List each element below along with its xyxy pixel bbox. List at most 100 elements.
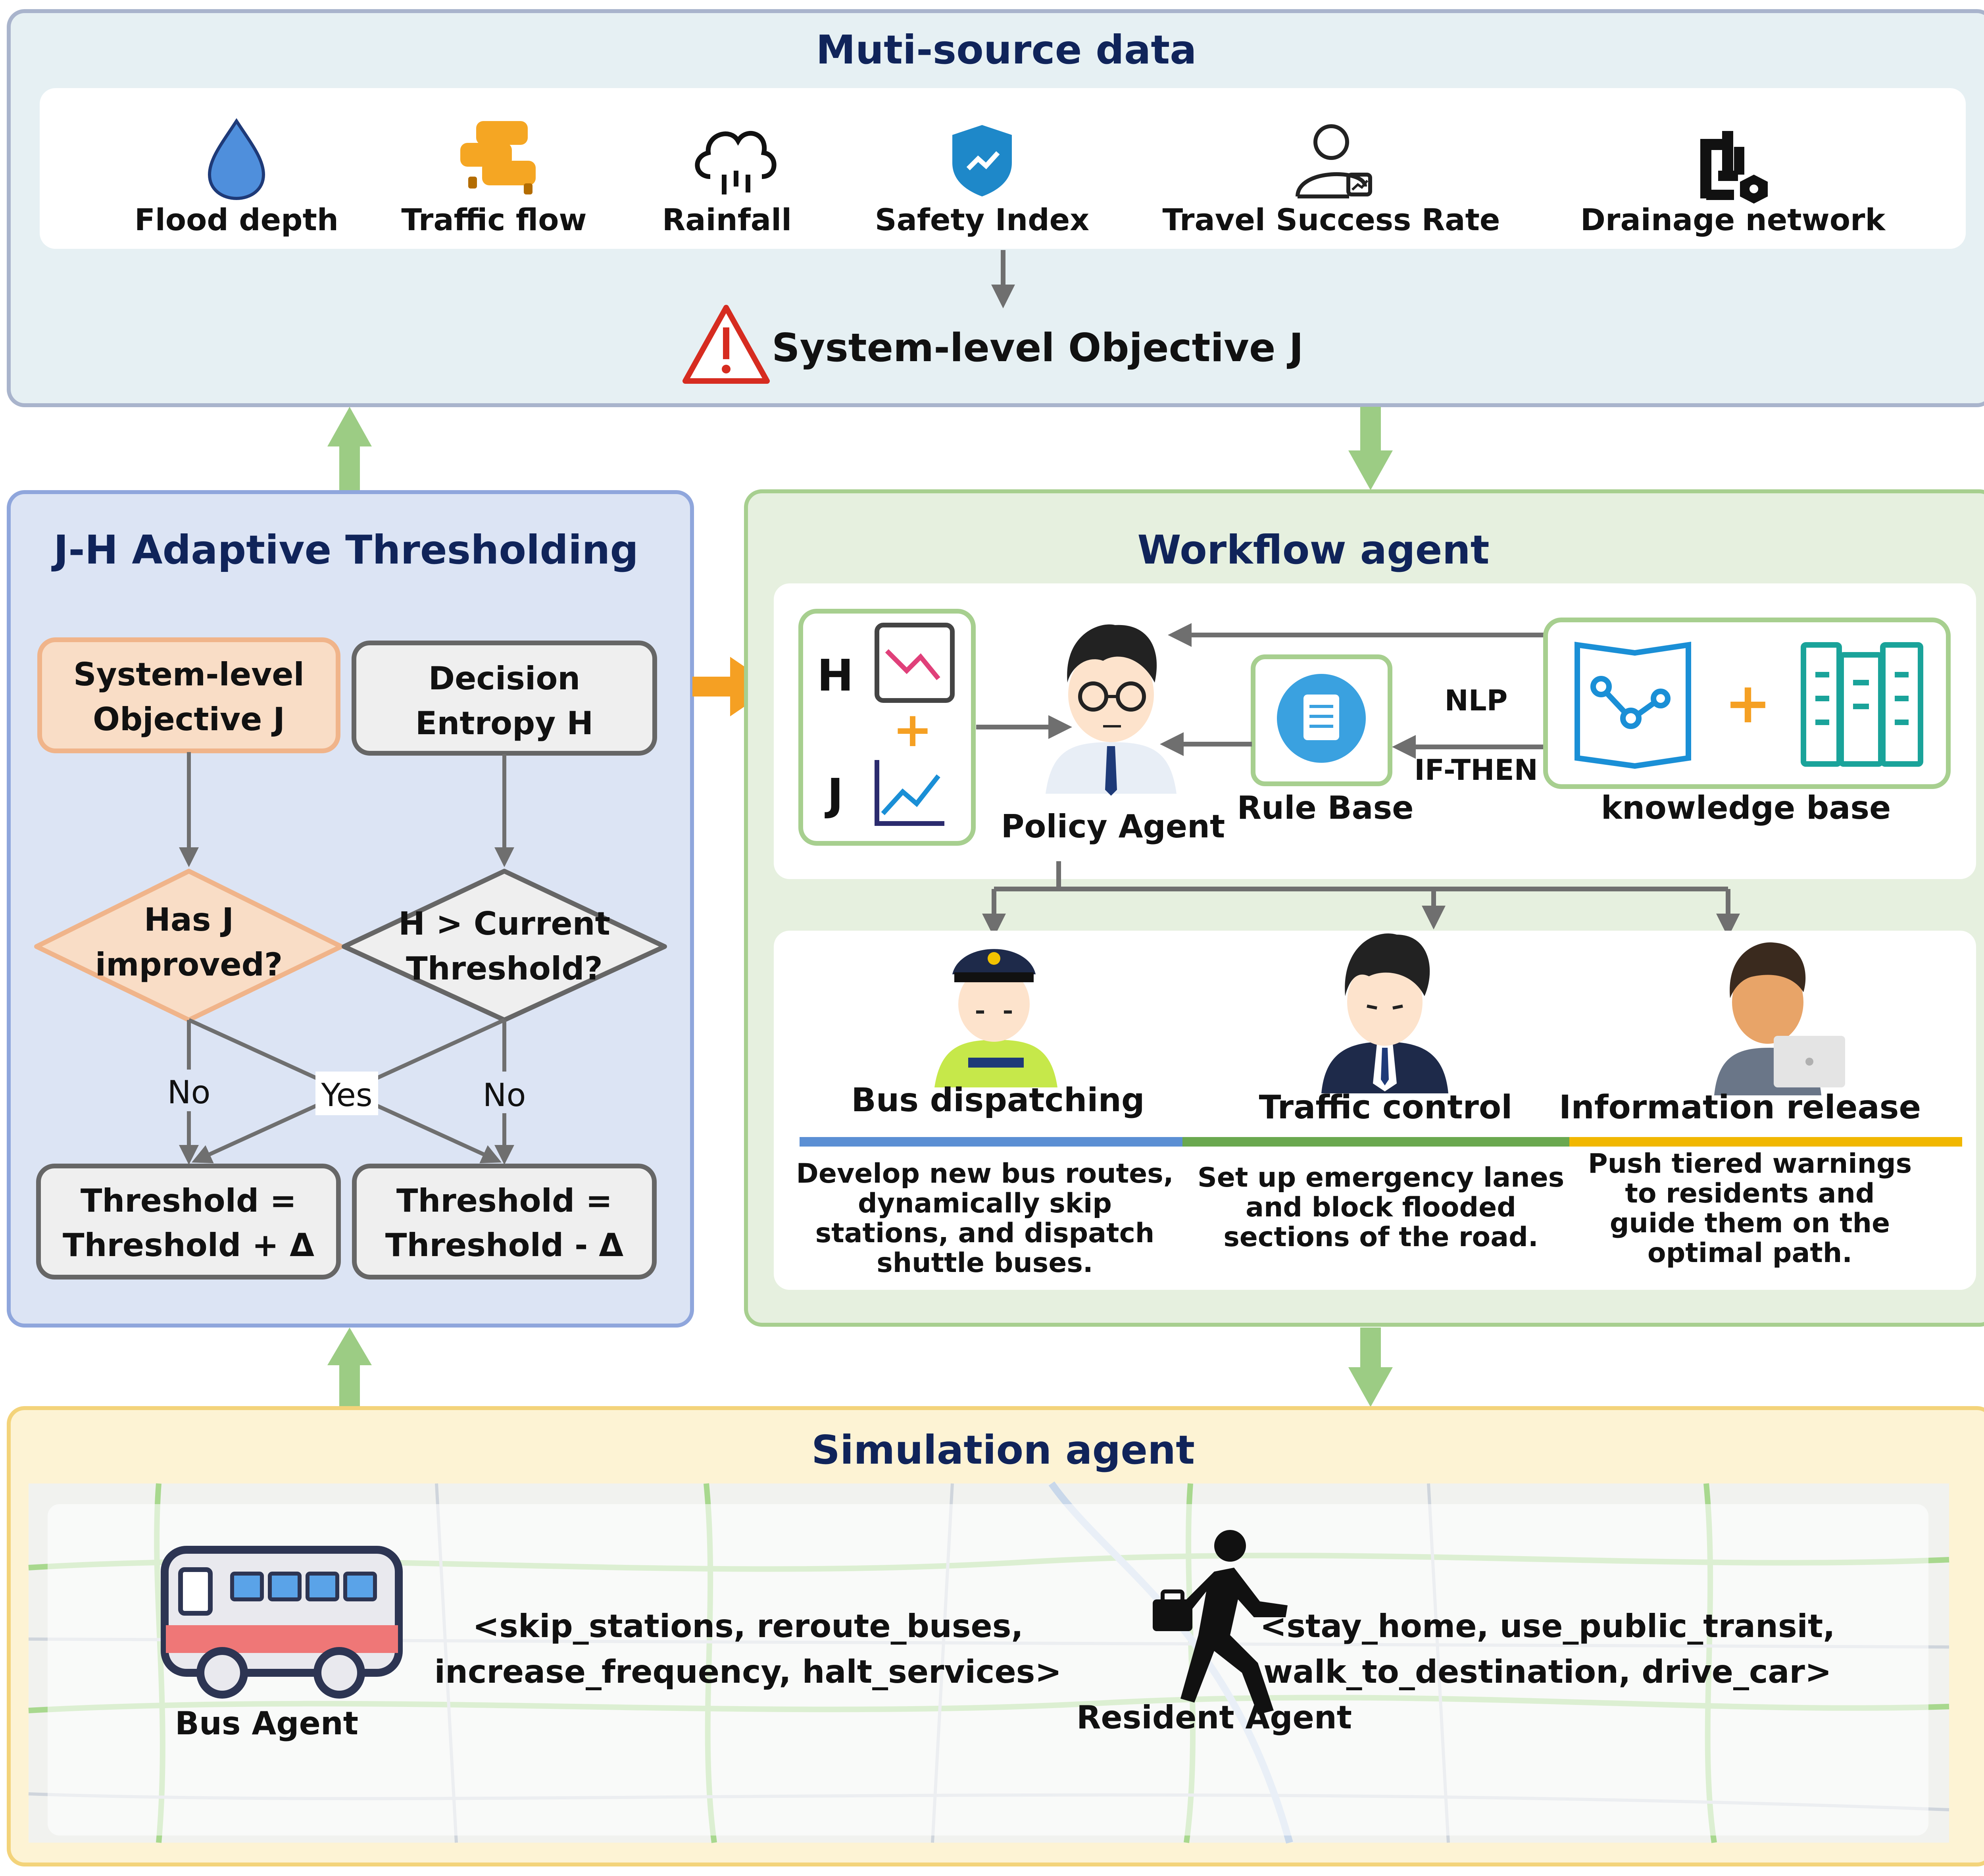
down-arrow-top-workflow bbox=[1360, 407, 1381, 452]
rule-base-label: Rule Base bbox=[1237, 789, 1414, 826]
bus-icon bbox=[161, 1546, 403, 1699]
resident-actions-line1: <stay_home, use_public_transit, bbox=[1260, 1608, 1835, 1645]
workflow-lower-area bbox=[774, 931, 1976, 1290]
threshold-increase-line1: Threshold = bbox=[81, 1182, 296, 1219]
entropy-h-line2: Entropy H bbox=[415, 705, 593, 742]
traffic-desc-line: Set up emergency lanes bbox=[1198, 1162, 1564, 1193]
resident-actions-line2: walk_to_destination, drive_car> bbox=[1263, 1653, 1832, 1690]
info-desc-line: optimal path. bbox=[1648, 1237, 1852, 1269]
user-chart-icon bbox=[1296, 124, 1372, 198]
source-label-rainfall: Rainfall bbox=[662, 202, 792, 237]
yes-label-bg bbox=[315, 1072, 378, 1115]
source-label-traffic-flow: Traffic flow bbox=[401, 202, 586, 237]
traffic-desc-line: and block flooded bbox=[1246, 1192, 1516, 1223]
information-release-title: Information release bbox=[1559, 1089, 1921, 1126]
bus-agent-label: Bus Agent bbox=[175, 1705, 358, 1742]
entropy-h-box bbox=[352, 641, 657, 756]
traffic-control-desc: Set up emergency lanes and block flooded… bbox=[1198, 1162, 1564, 1253]
down-arrow-workflow-sim-head bbox=[1348, 1367, 1393, 1407]
policy-agent-avatar bbox=[1046, 624, 1177, 796]
up-arrow-sim-threshold bbox=[339, 1363, 360, 1409]
bus-actions-line2: increase_frequency, halt_services> bbox=[434, 1653, 1062, 1690]
information-officer-avatar bbox=[1714, 942, 1845, 1095]
bus-desc-line: Develop new bus routes, bbox=[796, 1158, 1173, 1189]
source-label-travel-success: Travel Success Rate bbox=[1163, 202, 1500, 237]
h-j-plus: + bbox=[893, 702, 933, 758]
threshold-increase-box bbox=[36, 1164, 341, 1280]
kb-plus: + bbox=[1724, 671, 1771, 736]
if-then-label: IF-THEN bbox=[1414, 753, 1538, 787]
nlp-label: NLP bbox=[1445, 684, 1508, 717]
threshold-decrease-line1: Threshold = bbox=[396, 1182, 612, 1219]
h-threshold-line2: Threshold? bbox=[406, 950, 603, 987]
source-label-safety-index: Safety Index bbox=[875, 202, 1089, 237]
workflow-title: Workflow agent bbox=[1137, 527, 1489, 573]
flow-arrows bbox=[327, 407, 1393, 1409]
knowledge-base-label: knowledge base bbox=[1601, 789, 1891, 826]
police-officer-avatar bbox=[934, 949, 1057, 1087]
traffic-officer-avatar bbox=[1321, 933, 1448, 1093]
traffic-control-bar bbox=[1182, 1137, 1569, 1147]
j-improved-line2: improved? bbox=[95, 946, 283, 983]
info-desc-line: to residents and bbox=[1625, 1178, 1874, 1209]
up-arrow-threshold-top-head bbox=[327, 407, 372, 446]
safety-shield-icon bbox=[952, 125, 1012, 196]
rule-document-icon bbox=[1277, 674, 1366, 763]
system-objective-label: System-level Objective J bbox=[772, 325, 1303, 371]
threshold-increase-line2: Threshold + Δ bbox=[63, 1227, 314, 1264]
no-left-label-bg bbox=[161, 1070, 216, 1111]
j-trend-icon bbox=[875, 760, 944, 826]
info-desc-line: Push tiered warnings bbox=[1588, 1148, 1912, 1179]
knowledge-map-icon bbox=[1575, 641, 1691, 769]
yes-label: Yes bbox=[321, 1077, 372, 1114]
info-desc-line: guide them on the bbox=[1610, 1208, 1890, 1239]
warning-icon bbox=[682, 305, 770, 384]
no-right-label: No bbox=[483, 1077, 526, 1114]
source-label-drainage: Drainage network bbox=[1580, 202, 1886, 237]
threshold-decrease-line2: Threshold - Δ bbox=[385, 1227, 623, 1264]
j-letter: J bbox=[825, 769, 844, 820]
traffic-cars-icon bbox=[460, 121, 536, 194]
traffic-desc-line: sections of the road. bbox=[1223, 1222, 1538, 1253]
threshold-decrease-box bbox=[352, 1164, 657, 1280]
drainage-pipes-icon bbox=[1700, 131, 1768, 204]
objective-j-line2: Objective J bbox=[93, 701, 285, 738]
source-label-flood-depth: Flood depth bbox=[135, 202, 338, 237]
j-improved-line1: Has J bbox=[144, 901, 234, 938]
rain-cloud-icon bbox=[695, 131, 777, 194]
bus-actions-line1: <skip_stations, reroute_buses, bbox=[473, 1608, 1023, 1645]
multi-source-title: Muti-source data bbox=[816, 27, 1196, 73]
no-right-label-bg bbox=[476, 1072, 532, 1113]
bus-dispatching-bar bbox=[800, 1137, 1182, 1147]
traffic-control-title: Traffic control bbox=[1259, 1089, 1513, 1126]
policy-branch-connectors bbox=[982, 861, 1740, 937]
bus-dispatching-desc: Develop new bus routes, dynamically skip… bbox=[796, 1158, 1173, 1279]
h-letter: H bbox=[817, 650, 854, 701]
h-threshold-line1: H > Current bbox=[398, 905, 610, 942]
up-arrow-threshold-top bbox=[339, 444, 360, 493]
water-drop-icon bbox=[208, 118, 265, 200]
simulation-title: Simulation agent bbox=[811, 1427, 1195, 1473]
bus-desc-line: dynamically skip bbox=[858, 1188, 1112, 1219]
database-building-icon bbox=[1801, 642, 1923, 767]
running-resident-icon bbox=[1153, 1530, 1288, 1714]
threshold-title: J-H Adaptive Thresholding bbox=[51, 527, 638, 573]
down-arrow-top-workflow-head bbox=[1348, 450, 1393, 490]
policy-agent-label: Policy Agent bbox=[1001, 808, 1225, 845]
information-release-desc: Push tiered warnings to residents and gu… bbox=[1588, 1148, 1912, 1269]
h-trend-icon bbox=[875, 623, 955, 703]
bus-desc-line: shuttle buses. bbox=[877, 1247, 1093, 1279]
resident-agent-label: Resident Agent bbox=[1077, 1699, 1352, 1736]
knowledge-base-box bbox=[1543, 618, 1951, 789]
information-release-bar bbox=[1569, 1137, 1962, 1147]
entropy-h-line1: Decision bbox=[429, 660, 580, 697]
bus-dispatching-title: Bus dispatching bbox=[851, 1081, 1144, 1119]
up-arrow-sim-threshold-head bbox=[327, 1328, 372, 1365]
objective-j-line1: System-level bbox=[73, 656, 304, 693]
objective-j-box bbox=[37, 637, 340, 753]
bus-desc-line: stations, and dispatch bbox=[815, 1218, 1155, 1249]
down-arrow-workflow-sim bbox=[1360, 1328, 1381, 1369]
no-left-label: No bbox=[167, 1074, 211, 1111]
